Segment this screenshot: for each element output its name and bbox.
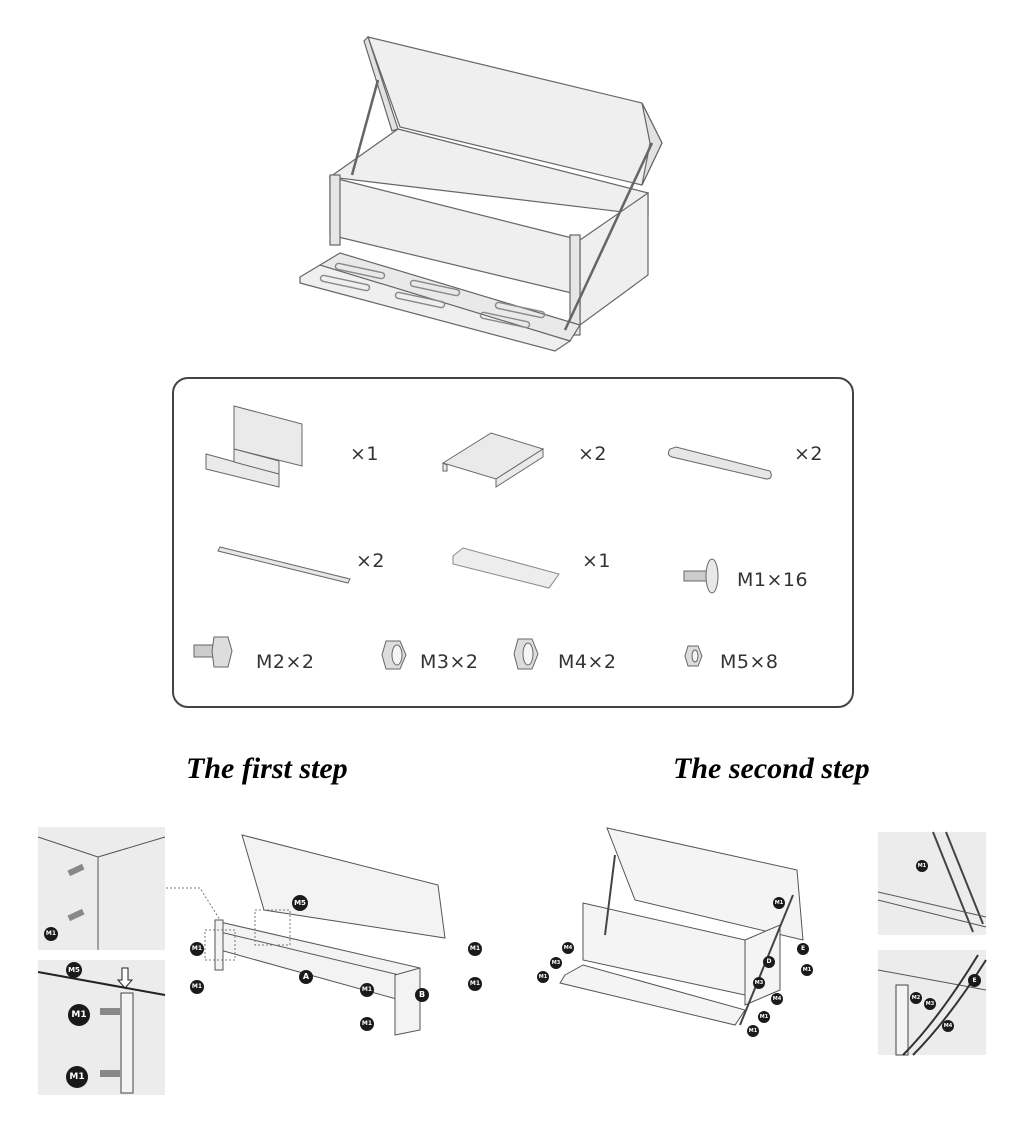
m1-label: M1 — [68, 1004, 90, 1026]
parts-list-panel: ×1 ×2 ×2 ×2 ×1 M1×16 M2×2 M3×2 M4×2 — [172, 377, 854, 708]
m4-nut-qty: M4×2 — [558, 651, 617, 673]
hero-feeder-illustration — [280, 25, 700, 355]
lever-arm-qty: ×2 — [794, 443, 824, 465]
m5-nut-qty: M5×8 — [720, 651, 779, 673]
m4-label: M4 — [942, 1020, 954, 1032]
m1-screw-part-icon — [683, 558, 719, 594]
hopper-body-part-icon — [205, 405, 303, 488]
m1-label: M1 — [773, 897, 785, 909]
feeder-lever-assembly-icon — [559, 827, 804, 1026]
m1-label: M1 — [190, 980, 204, 994]
bracket-detail-drawing-icon — [37, 967, 166, 1094]
m3-nut-part-icon — [381, 640, 407, 670]
m2-bolt-qty: M2×2 — [256, 651, 315, 673]
first-step-main-drawing: M5 M1 M1 A B M1 M1 M1 M1 — [166, 830, 490, 1040]
m1-label: M1 — [537, 971, 549, 983]
m5-label: M5 — [66, 962, 82, 978]
m1-label: M1 — [801, 964, 813, 976]
m1-label: M1 — [468, 942, 482, 956]
m1-label: M1 — [916, 860, 928, 872]
part-e-label: E — [797, 943, 809, 955]
part-e-label: E — [968, 974, 981, 987]
lever-joint-detail-icon — [877, 954, 987, 1056]
m5-label: M5 — [292, 895, 308, 911]
m3-nut-qty: M3×2 — [420, 651, 479, 673]
m1-label: M1 — [360, 983, 374, 997]
first-step-title: The first step — [186, 752, 348, 785]
screw-detail-drawing-icon — [37, 836, 166, 950]
lever-pivot-detail-icon — [877, 831, 987, 933]
link-rod-qty: ×2 — [356, 550, 386, 572]
m1-label: M1 — [758, 1011, 770, 1023]
second-step-detail-bottom: M2 M3 M4 E — [877, 950, 987, 1056]
m1-label: M1 — [44, 927, 58, 941]
m1-label: M1 — [66, 1066, 88, 1088]
second-step-title: The second step — [673, 752, 870, 785]
m5-nut-part-icon — [684, 645, 703, 667]
m1-label: M1 — [747, 1025, 759, 1037]
part-a-label: A — [299, 970, 313, 984]
m3-label: M3 — [550, 957, 562, 969]
link-rod-part-icon — [217, 546, 351, 584]
treadle-plate-part-icon — [452, 547, 560, 589]
m4-label: M4 — [562, 942, 574, 954]
first-step-detail-bottom: M5 M1 M1 — [37, 960, 166, 1095]
feeder-drawing-icon — [299, 35, 663, 352]
m4-label: M4 — [771, 993, 783, 1005]
treadle-plate-qty: ×1 — [582, 550, 612, 572]
feeder-box-assembly-icon — [166, 834, 446, 1036]
part-b-label: B — [415, 988, 429, 1002]
side-panel-qty: ×2 — [578, 443, 608, 465]
hopper-body-qty: ×1 — [350, 443, 380, 465]
m2-bolt-part-icon — [193, 636, 233, 668]
m3-label: M3 — [924, 998, 936, 1010]
first-step-detail-top: M1 — [37, 827, 166, 950]
side-panel-part-icon — [441, 432, 545, 488]
m3-label: M3 — [753, 977, 765, 989]
m1-label: M1 — [360, 1017, 374, 1031]
part-d-label: D — [763, 956, 775, 968]
lever-arm-part-icon — [667, 446, 772, 480]
m1-label: M1 — [468, 977, 482, 991]
m4-nut-part-icon — [513, 638, 539, 670]
m1-label: M1 — [190, 942, 204, 956]
second-step-detail-top: M1 — [877, 831, 987, 935]
m2-label: M2 — [910, 992, 922, 1004]
m1-screw-qty: M1×16 — [737, 569, 809, 591]
second-step-main-drawing: M1 M4 M3 M1 D E M1 M3 M4 M1 M1 — [535, 825, 825, 1040]
